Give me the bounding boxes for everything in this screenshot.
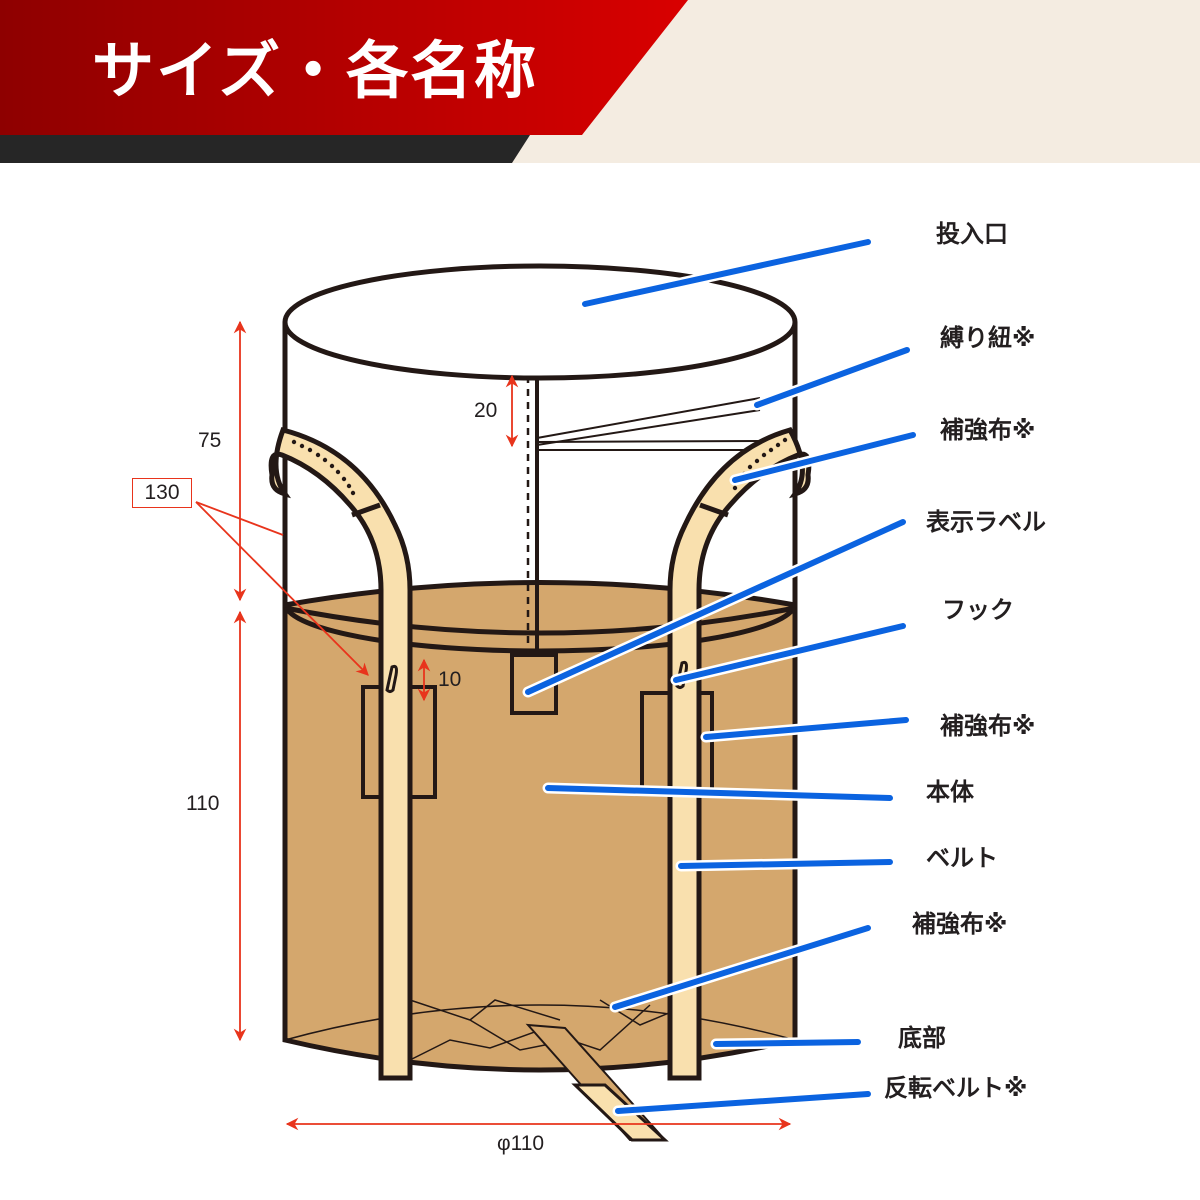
page-title: サイズ・各名称: [92, 34, 539, 107]
bag-top-opening: [282, 263, 798, 655]
dimension-spout-depth: 20: [474, 399, 498, 422]
label-reinforcement-mid: 補強布※: [940, 712, 1036, 740]
label-display-label: 表示ラベル: [926, 508, 1046, 536]
dimension-lines: [195, 320, 792, 1131]
dimension-body-height: 110: [186, 792, 220, 815]
header-banner: サイズ・各名称: [0, 0, 1200, 163]
label-belt: ベルト: [926, 844, 998, 872]
bag-bottom: [284, 999, 796, 1061]
dimension-diameter: φ110: [497, 1132, 545, 1155]
dimension-belt-length: 130: [132, 478, 192, 508]
dimension-top-height: 75: [198, 429, 222, 452]
header-background: [0, 0, 1200, 163]
belt-left: [268, 427, 413, 1081]
label-reinforcement-top: 補強布※: [940, 416, 1036, 444]
label-reverse-belt: 反転ベルト※: [884, 1074, 1028, 1102]
label-reinforcement-bottom: 補強布※: [912, 910, 1008, 938]
dimension-hook-offset: 10: [438, 668, 462, 691]
label-body: 本体: [926, 778, 974, 806]
label-opening: 投入口: [936, 220, 1008, 248]
label-tie-string: 縛り紐※: [940, 324, 1036, 352]
label-hook: フック: [942, 596, 1014, 624]
leader-lines: [522, 236, 919, 1117]
bag-body: [282, 552, 798, 1073]
label-bottom: 底部: [898, 1024, 946, 1052]
